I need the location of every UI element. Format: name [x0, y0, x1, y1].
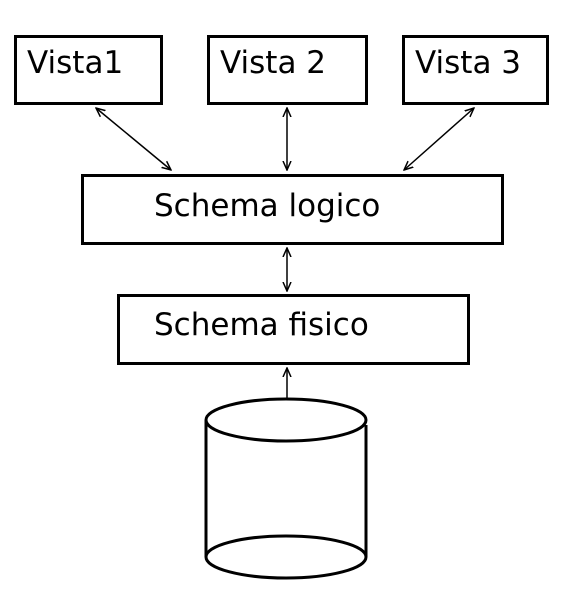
physical-schema-box: Schema fisico: [117, 294, 470, 365]
cylinder-top: [204, 397, 368, 443]
view-box-2: Vista 2: [207, 35, 368, 105]
view-label-1: Vista1: [27, 45, 124, 81]
view-box-3: Vista 3: [402, 35, 549, 105]
arrow-vista1-logico: [96, 108, 171, 170]
cylinder-icon: [204, 397, 368, 580]
cylinder-bottom: [204, 534, 368, 580]
physical-schema-label: Schema fisico: [154, 307, 369, 343]
logical-schema-label: Schema logico: [154, 188, 381, 224]
view-box-1: Vista1: [14, 35, 163, 105]
view-label-2: Vista 2: [220, 45, 327, 81]
logical-schema-box: Schema logico: [81, 174, 504, 245]
arrow-vista3-logico: [404, 108, 474, 170]
view-label-3: Vista 3: [415, 45, 522, 81]
